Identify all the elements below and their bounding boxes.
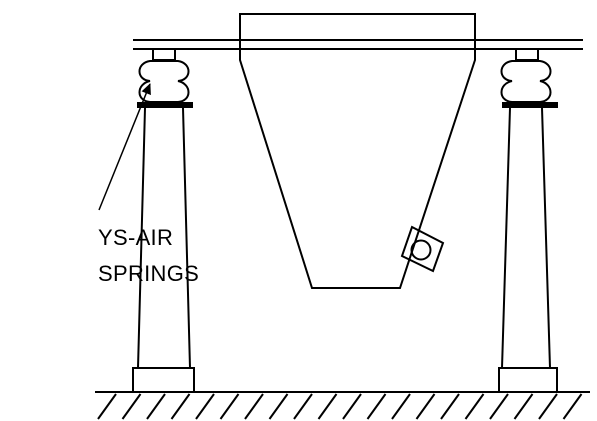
- right-spring-plate: [502, 102, 558, 108]
- left-spring-plate: [137, 102, 193, 108]
- left-air-spring: [137, 60, 193, 108]
- ground-hatch-line: [121, 393, 142, 420]
- ground-hatch-line: [342, 393, 362, 420]
- ground-hatch-line: [97, 393, 117, 420]
- ground-hatch-line: [146, 393, 166, 420]
- ground-hatch-line: [170, 393, 191, 420]
- ground-hatch-line: [219, 393, 240, 420]
- ground: [95, 391, 590, 420]
- ground-hatch-line: [415, 393, 436, 420]
- callout-label-line-1: YS-AIR: [98, 225, 174, 250]
- support-beam: [133, 39, 583, 50]
- hopper-body: [239, 49, 476, 289]
- ground-hatch-line: [513, 393, 534, 420]
- ground-hatch-line: [538, 393, 558, 420]
- hopper-top-frame: [239, 13, 476, 50]
- ground-hatch-line: [317, 393, 338, 420]
- ground-hatch-line: [489, 393, 509, 420]
- ground-hatch-line: [244, 393, 264, 420]
- ground-hatch-line: [293, 393, 313, 420]
- callout-label-line-2: SPRINGS: [98, 261, 200, 286]
- ground-hatch-line: [366, 393, 387, 420]
- ground-hatch-line: [440, 393, 460, 420]
- ground-hatch-line: [562, 393, 583, 420]
- callout-arrow: [98, 83, 151, 211]
- ground-hatch-line: [268, 393, 289, 420]
- vibrator-motor: [400, 225, 445, 273]
- ground-hatch-line: [464, 393, 485, 420]
- ground-hatch-line: [195, 393, 215, 420]
- ground-hatching: [97, 393, 583, 420]
- ground-hatch-line: [391, 393, 411, 420]
- right-air-spring: [500, 60, 558, 108]
